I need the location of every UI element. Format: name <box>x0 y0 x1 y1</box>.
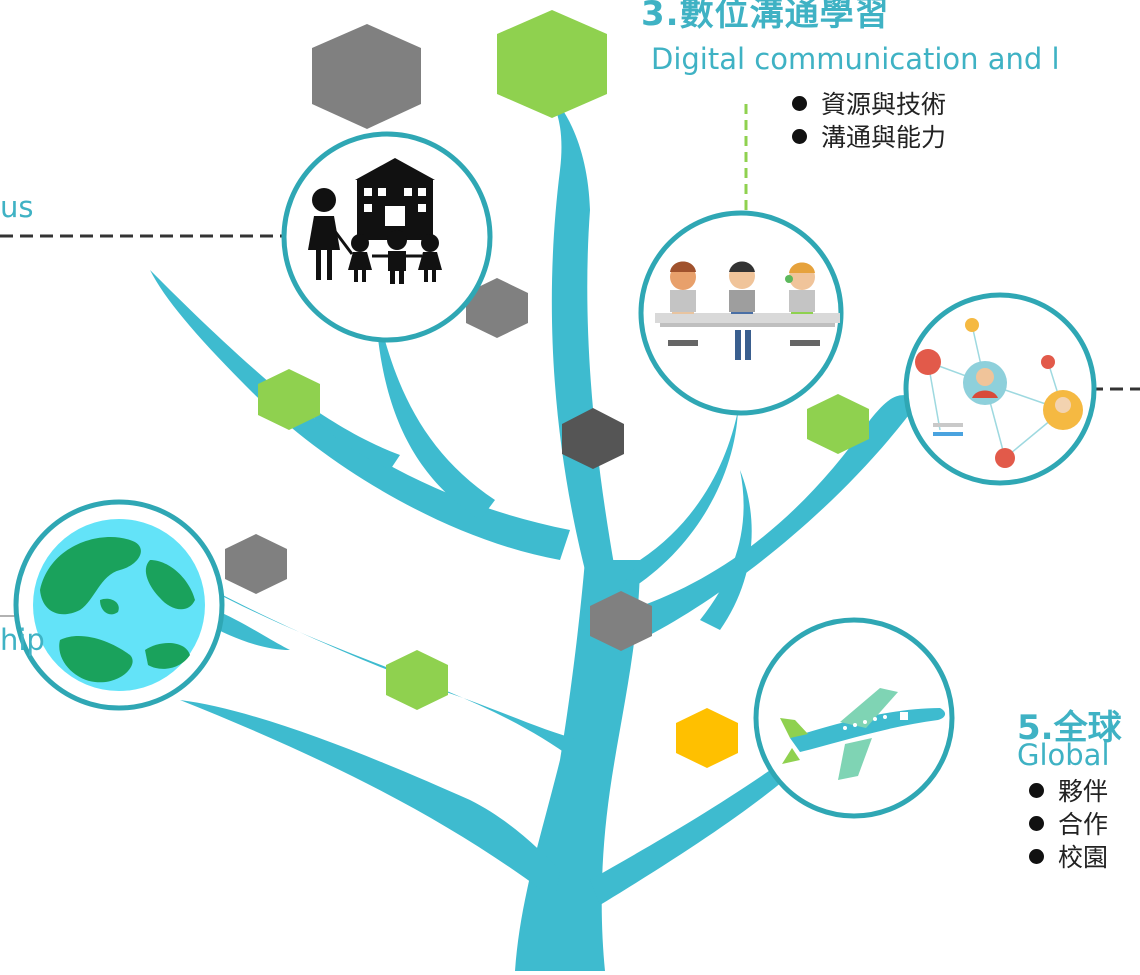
hex-gray-left <box>225 534 287 594</box>
hex-gray-lower <box>590 591 652 651</box>
hex-green-top <box>497 10 607 118</box>
hex-gray-mid <box>466 278 528 338</box>
section5-subtitle: Global <box>1017 738 1110 772</box>
section5-bullet-list: 夥伴 合作 校園 <box>1029 775 1108 874</box>
hexagons <box>225 10 869 768</box>
left-label-bottom: hip <box>0 623 45 657</box>
airplane-icon <box>753 617 955 819</box>
hex-green-right <box>807 394 869 454</box>
social-network-icon <box>903 292 1097 486</box>
hex-green-lower <box>386 650 448 710</box>
tree-branch-left-big <box>150 270 570 560</box>
tree <box>150 88 920 971</box>
tree-branch-center <box>545 88 615 570</box>
tree-branch-school <box>375 300 495 520</box>
tree-branch-globe <box>175 570 580 760</box>
hex-green-left <box>258 369 320 430</box>
left-label-top: us <box>0 190 34 224</box>
school-family-icon <box>281 131 493 343</box>
section3-subtitle: Digital communication and l <box>651 42 1060 76</box>
section3-bullet: 溝通與能力 <box>792 121 946 154</box>
hex-yellow <box>676 708 738 768</box>
tree-branch-mid-left <box>300 400 400 470</box>
section5-bullet: 夥伴 <box>1029 775 1108 808</box>
section5-bullet: 校園 <box>1029 841 1108 874</box>
section5-bullet: 合作 <box>1029 808 1108 841</box>
online-classroom-icon <box>638 210 844 416</box>
section3-bullet-list: 資源與技術 溝通與能力 <box>792 88 946 154</box>
globe-icon <box>13 499 225 711</box>
hex-gray-top <box>312 24 421 129</box>
tree-branch-network <box>630 395 920 640</box>
tree-sprout-right <box>700 470 752 630</box>
tree-branch-low-left <box>180 700 560 900</box>
section3-title: 3.數位溝通學習 <box>641 0 890 34</box>
section3-bullet: 資源與技術 <box>792 88 946 121</box>
hex-dark-mid <box>562 408 624 469</box>
section5-title: 5.全球 <box>1017 708 1122 748</box>
